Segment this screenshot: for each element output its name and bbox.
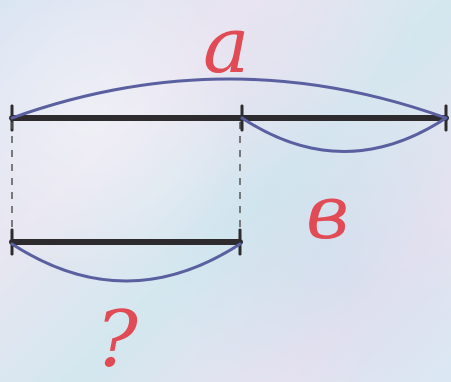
brace-a [10,77,448,120]
label-question: ? [96,295,139,382]
label-a: a [203,1,250,91]
label-b: в [306,170,349,256]
brace-b [240,116,448,153]
brace-unknown [10,242,242,283]
